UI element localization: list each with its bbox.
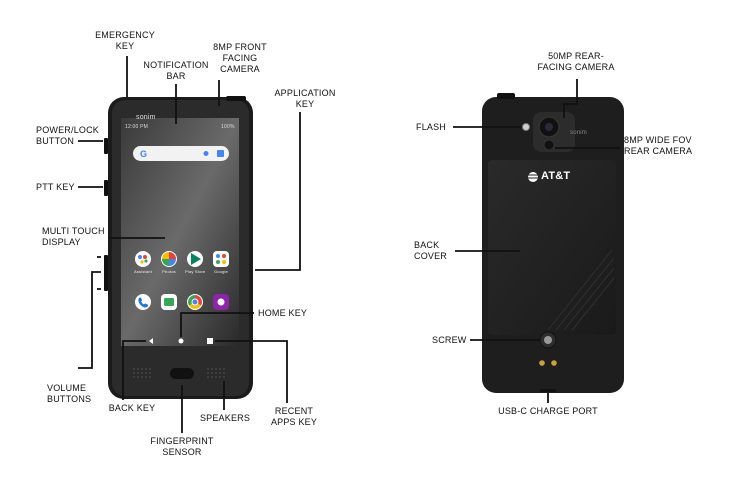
lens-icon	[217, 150, 224, 157]
camera-brand-text: sonim	[570, 130, 588, 136]
label-fingerprint: FINGERPRINT SENSOR	[150, 436, 214, 457]
back-phone	[482, 93, 624, 393]
label-front-camera: 8MP FRONT FACING CAMERA	[213, 42, 267, 74]
label-screw: SCREW	[432, 335, 467, 345]
app-label-play-store: Play Store	[185, 269, 206, 274]
leader-lines	[78, 56, 620, 433]
label-usb-port: USB-C CHARGE PORT	[498, 406, 598, 416]
back-cover-panel	[488, 160, 616, 335]
label-home-key: HOME KEY	[258, 308, 308, 318]
recent-apps-icon	[207, 338, 213, 344]
google-folder-icon	[213, 251, 229, 267]
label-emergency-key: EMERGENCY KEY	[95, 30, 155, 51]
search-widget	[133, 146, 229, 161]
label-back-cover: BACK COVER	[414, 240, 448, 261]
flash-icon	[522, 123, 530, 131]
assistant-icon	[135, 251, 151, 267]
home-key-icon	[178, 338, 184, 344]
att-logo-text: AT&T	[541, 170, 571, 182]
app-label-photos: Photos	[162, 269, 176, 274]
usb-c-port	[540, 389, 556, 392]
app-label-assistant: Assistant	[133, 269, 153, 274]
label-multi-touch: MULTI TOUCH DISPLAY	[42, 226, 105, 247]
front-phone: G	[104, 96, 253, 399]
wide-camera-lens	[543, 139, 555, 151]
label-power-lock: POWER/LOCK BUTTON	[36, 125, 100, 146]
label-speakers: SPEAKERS	[199, 413, 251, 423]
label-ptt-key: PTT KEY	[36, 182, 75, 192]
ptt-button	[104, 180, 108, 196]
back-key-icon	[149, 338, 153, 344]
label-notification-bar: NOTIFICATION BAR	[143, 60, 209, 81]
speaker-grille-left	[133, 368, 151, 378]
label-recent-apps: RECENT APPS KEY	[270, 406, 318, 427]
back-texture	[547, 249, 615, 331]
label-back-key: BACK KEY	[108, 403, 156, 413]
label-wide-camera: 8MP WIDE FOV REAR CAMERA	[624, 135, 693, 156]
front-brand-logo: sonim	[136, 114, 156, 121]
label-application-key: APPLICATION KEY	[274, 88, 336, 109]
label-rear-camera: 50MP REAR- FACING CAMERA	[537, 51, 615, 72]
contact-pin-left	[539, 360, 545, 366]
phone-app-icon	[135, 294, 151, 310]
att-globe-icon	[528, 172, 538, 182]
emergency-button	[226, 96, 246, 101]
label-volume-buttons: VOLUME BUTTONS	[47, 383, 92, 404]
fingerprint-sensor	[170, 368, 194, 379]
power-button	[104, 138, 108, 154]
contact-pin-right	[551, 360, 557, 366]
google-g-icon: G	[140, 149, 147, 159]
label-flash: FLASH	[416, 122, 447, 132]
app-label-google: Google	[213, 269, 229, 274]
speaker-grille-right	[207, 368, 225, 378]
mic-icon	[203, 151, 209, 156]
status-time: 12:00 PM	[125, 124, 149, 130]
volume-buttons	[104, 255, 108, 291]
status-battery: 100%	[221, 124, 235, 130]
